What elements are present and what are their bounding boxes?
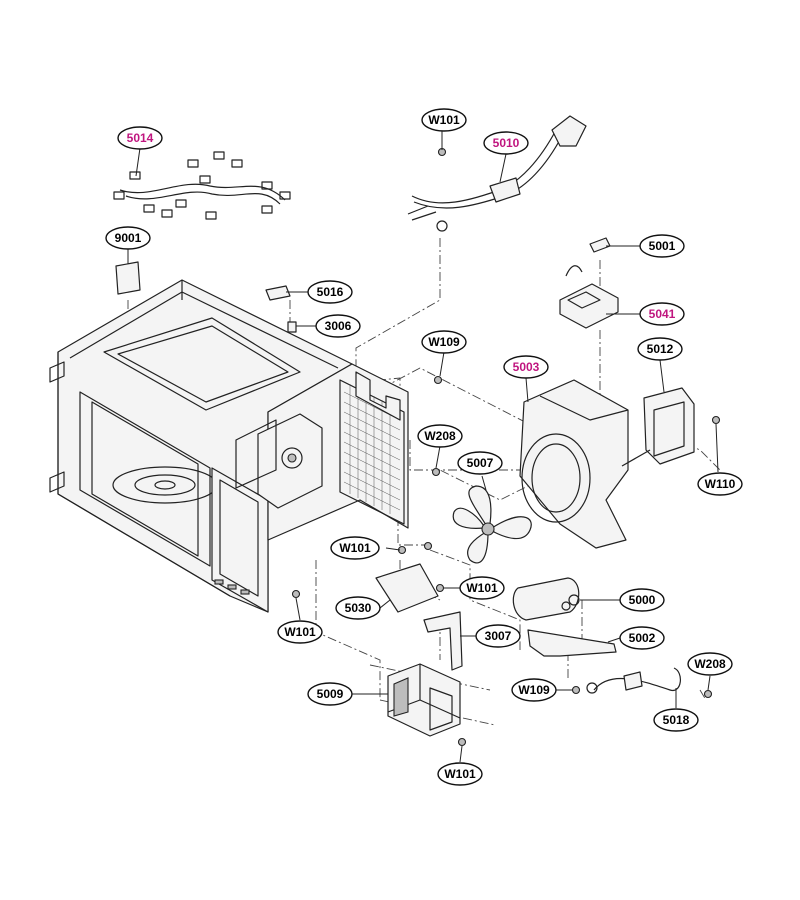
callout-9001: 9001 [105, 226, 151, 250]
power-cord-5010 [407, 115, 587, 232]
callout-w101-left: W101 [277, 620, 323, 644]
callout-w109-b-text: W109 [518, 683, 550, 697]
callout-w208-b: W208 [687, 652, 733, 676]
callout-5003-text: 5003 [513, 360, 540, 374]
callout-5000: 5000 [619, 588, 665, 612]
callout-w109-b: W109 [511, 678, 557, 702]
callout-5002: 5002 [619, 626, 665, 650]
thermal-cutout-5016 [265, 285, 291, 301]
callout-w109-a-text: W109 [428, 335, 460, 349]
fan-motor-5012 [621, 387, 695, 467]
callout-w208-a-text: W208 [424, 429, 456, 443]
callout-5016: 5016 [307, 280, 353, 304]
callout-5014-text: 5014 [127, 131, 154, 145]
callout-w101-top: W101 [421, 108, 467, 132]
callout-5018-text: 5018 [663, 713, 690, 727]
capacitor-5000 [512, 577, 580, 621]
parts [49, 115, 721, 747]
callout-w208-b-text: W208 [694, 657, 726, 671]
callout-w110: W110 [697, 472, 743, 496]
callout-5010-text: 5010 [493, 136, 520, 150]
callout-5002-text: 5002 [629, 631, 656, 645]
screws [291, 147, 721, 747]
callout-5009-text: 5009 [317, 687, 344, 701]
callout-5012: 5012 [637, 337, 683, 361]
callout-5000-text: 5000 [629, 593, 656, 607]
callout-5014: 5014 [117, 126, 163, 150]
callout-5041: 5041 [639, 302, 685, 326]
leader-lines [127, 130, 719, 763]
callout-5012-text: 5012 [647, 342, 674, 356]
callout-5001-text: 5001 [649, 239, 676, 253]
callout-5001: 5001 [639, 234, 685, 258]
callout-w101-left-text: W101 [284, 625, 316, 639]
transformer-5009 [387, 663, 461, 737]
part-3006 [287, 321, 297, 333]
callout-w109-a: W109 [421, 330, 467, 354]
fuse-5001 [589, 237, 611, 253]
callout-w101-right: W101 [459, 576, 505, 600]
callout-9001-text: 9001 [115, 231, 142, 245]
wire-harness-5014 [113, 151, 291, 220]
callout-5018: 5018 [653, 708, 699, 732]
callout-w110-text: W110 [705, 477, 736, 491]
callout-w101-mid-text: W101 [339, 541, 371, 555]
callout-w101-bottom: W101 [437, 762, 483, 786]
callout-w101-bottom-text: W101 [444, 767, 476, 781]
callout-5041-text: 5041 [649, 307, 676, 321]
bracket-5030 [375, 563, 439, 613]
callout-w101-mid: W101 [330, 536, 380, 560]
callout-5030-text: 5030 [345, 601, 372, 615]
callout-5030: 5030 [335, 596, 381, 620]
bracket-3007 [423, 611, 463, 671]
callout-5007-text: 5007 [467, 456, 494, 470]
callout-5016-text: 5016 [317, 285, 344, 299]
callout-3007-text: 3007 [485, 629, 512, 643]
bracket-5002 [527, 629, 617, 657]
callout-3006: 3006 [315, 314, 361, 338]
callout-5009: 5009 [307, 682, 353, 706]
callout-3007: 3007 [475, 624, 521, 648]
oven-cavity [49, 279, 353, 613]
stirrer-motor-assembly [235, 413, 323, 509]
wire-5018 [586, 667, 681, 694]
fan-blade-5007 [452, 485, 532, 564]
callout-labels: 5014 9001 W101 5010 5001 5041 5016 3006 [105, 108, 743, 786]
callout-w208-a: W208 [417, 424, 463, 448]
callout-5010: 5010 [483, 131, 529, 155]
callout-5003: 5003 [503, 355, 549, 379]
fan-duct-5003 [519, 379, 629, 549]
callout-5007: 5007 [457, 451, 503, 475]
pad-9001 [115, 261, 141, 295]
callout-w101-right-text: W101 [466, 581, 498, 595]
callout-3006-text: 3006 [325, 319, 352, 333]
thermal-board-5041 [559, 265, 619, 329]
callout-w101-top-text: W101 [428, 113, 460, 127]
